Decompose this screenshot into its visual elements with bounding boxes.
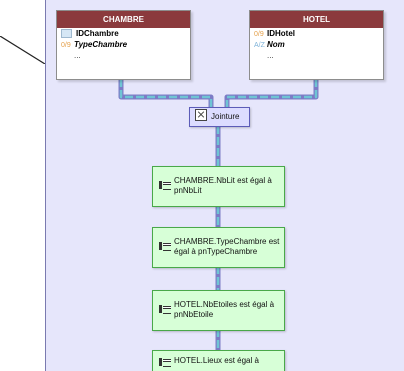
chambre-field-idchambre[interactable]: IDChambre — [61, 28, 190, 39]
numeric-type-icon: 0/9 — [61, 42, 71, 49]
condition-node[interactable]: CHAMBRE.TypeChambre est égal à pnTypeCha… — [152, 227, 285, 268]
numeric-type-icon: 0/9 — [254, 31, 264, 38]
condition-text: HOTEL.Lieux est égal à — [174, 356, 259, 365]
join-icon — [195, 109, 207, 121]
chambre-entity-header: CHAMBRE — [57, 11, 190, 28]
condition-text: HOTEL.NbEtoiles est égal à pnNbEtoile — [174, 300, 275, 319]
condition-node[interactable]: CHAMBRE.NbLit est égal à pnNbLit — [152, 166, 285, 207]
join-node[interactable]: Jointure — [189, 107, 250, 127]
connector-fragment-line — [0, 36, 46, 64]
hotel-entity-header: HOTEL — [250, 11, 383, 28]
filter-icon — [159, 305, 171, 314]
key-icon — [61, 29, 72, 39]
text-type-icon: A/Z — [254, 42, 265, 49]
condition-text: CHAMBRE.NbLit est égal à pnNbLit — [174, 176, 272, 195]
filter-icon — [159, 242, 171, 251]
hotel-field-more[interactable]: ... — [267, 51, 274, 60]
condition-node[interactable]: HOTEL.Lieux est égal à — [152, 350, 285, 371]
chambre-field-more[interactable]: ... — [74, 51, 81, 60]
join-label: Jointure — [211, 112, 240, 121]
condition-node[interactable]: HOTEL.NbEtoiles est égal à pnNbEtoile — [152, 290, 285, 331]
condition-text: CHAMBRE.TypeChambre est égal à pnTypeCha… — [174, 237, 280, 256]
filter-icon — [159, 358, 171, 367]
filter-icon — [159, 181, 171, 190]
